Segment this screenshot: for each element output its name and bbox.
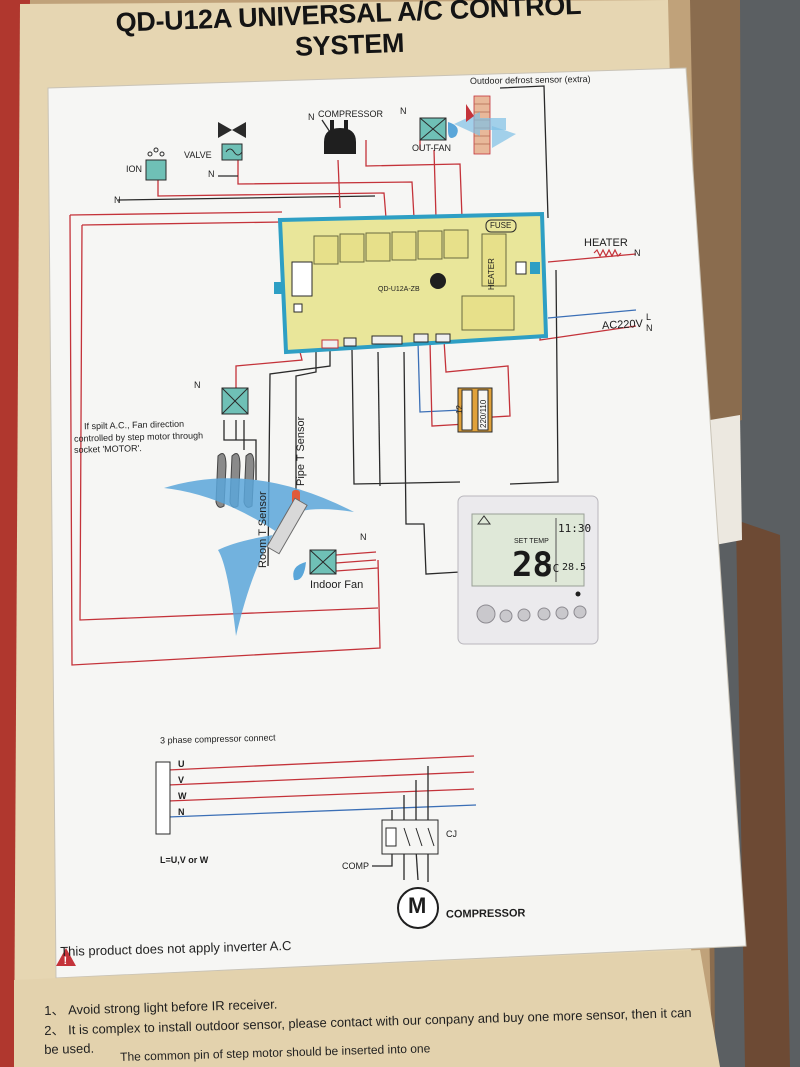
phase-n-label: N [178,807,185,817]
fuse-label: FUSE [490,221,512,230]
control-board [274,211,549,355]
ac-l-label: L [646,312,652,322]
phase-v-label: V [178,775,185,785]
ion-label: ION [126,164,143,174]
heater-n-label: N [634,248,641,258]
stepmotor-n-label: N [194,380,201,390]
set-temp-label: SET TEMP [514,538,549,545]
box-edge-right [736,520,790,1067]
board-model-label: QD-U12A-ZB [378,286,420,293]
svg-text:!: ! [64,955,68,967]
luvw-label: L=U,V or W [160,855,209,865]
compressor-motor [397,887,439,929]
note-3: be used. [44,1040,95,1057]
contactor-cj [381,819,439,855]
comp-label: COMP [342,861,369,871]
transformer [457,387,493,433]
compressor-n-label: N [308,112,315,122]
compressor-label: COMPRESSOR [318,109,384,119]
ac220-label: AC220V [601,317,644,333]
motor-m-label: M [408,893,427,918]
three-phase-terminal [155,761,171,835]
board-heater-label: HEATER [487,258,496,290]
phase-u-label: U [178,759,185,769]
temp-unit: °C [546,562,560,575]
warning-icon [56,948,76,966]
lcd-small-value: 28.5 [562,562,587,573]
indoor-fan-label: Indoor Fan [310,579,364,591]
transformer-220-label: 220/110 [479,399,488,428]
cj-label: CJ [446,829,457,839]
outdoor-coil [454,95,516,155]
ac-n-label: N [646,323,653,333]
heater-label: HEATER [584,237,628,249]
ion-n-label: N [114,195,121,205]
wall-thermostat [457,495,599,645]
clock-display: 11:30 [558,522,592,535]
heater-symbol [593,248,622,258]
valve-n-label: N [208,169,215,179]
pipe-sensor-label: Pipe T Sensor [295,416,307,486]
split-note-3: socket 'MOTOR'. [73,443,142,455]
compressor-symbol [324,128,356,154]
diagram-sheet [47,67,747,979]
indoor-coil [266,497,308,555]
valve-box [221,143,243,161]
indoor-airflow [164,478,354,636]
box-side [710,415,742,545]
phase-w-label: W [178,791,187,801]
transformer-12-label: 12 [455,405,464,414]
ion-box [145,159,167,181]
out-fan-label: OUT-FAN [412,143,452,153]
room-sensor-label: Room T Sensor [257,491,269,568]
valve-label: VALVE [184,150,212,160]
temp-value: 28 [512,545,553,585]
indoorfan-n-label: N [360,532,367,542]
compressor2-label: COMPRESSOR [445,907,526,921]
outfan-n-label: N [400,106,407,116]
